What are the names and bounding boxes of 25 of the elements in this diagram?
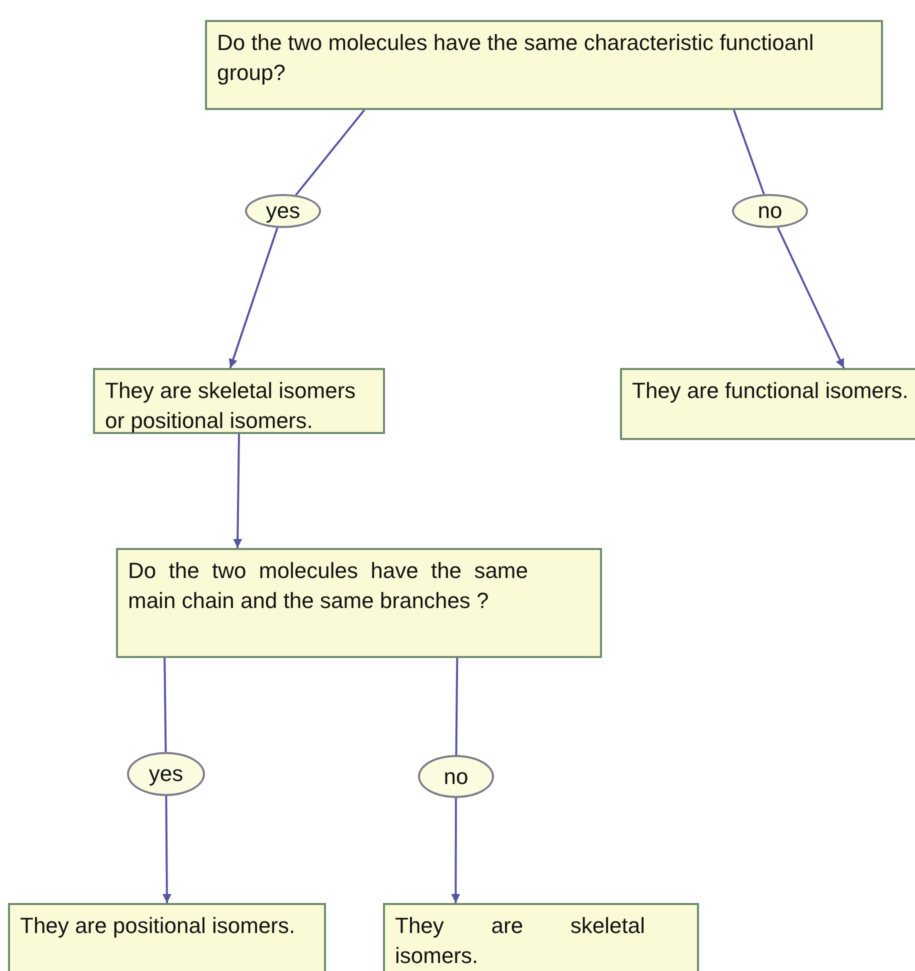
arrow (233, 434, 242, 548)
connector-line (455, 658, 458, 755)
answer-label: yes (148, 760, 184, 788)
arrow (451, 798, 460, 903)
answer-label: no (758, 197, 782, 225)
arrow (228, 228, 278, 368)
question-box (116, 548, 602, 658)
arrow (776, 227, 845, 368)
node-text: Do the two molecules have the same main chain and the same branches ? (128, 557, 528, 615)
node-text: They are skeletal isomers. (395, 912, 645, 970)
node-text: They are skeletal isomers or positional isomers. (105, 377, 357, 435)
arrow (162, 796, 172, 903)
connector-line (295, 109, 366, 196)
result-box (383, 903, 699, 971)
node-text: Do the two molecules have the same characteristic functioanl group? (217, 29, 815, 87)
node-text: They are positional isomers. (20, 912, 296, 940)
connector-line (164, 658, 167, 752)
result-box (620, 368, 915, 440)
connector-line (732, 110, 765, 195)
answer-label: no (444, 762, 468, 790)
answer-label: yes (266, 197, 300, 225)
result-box (8, 903, 326, 971)
node-text: They are functional isomers. (632, 377, 910, 405)
question-box (205, 20, 883, 110)
result-box (93, 368, 385, 434)
